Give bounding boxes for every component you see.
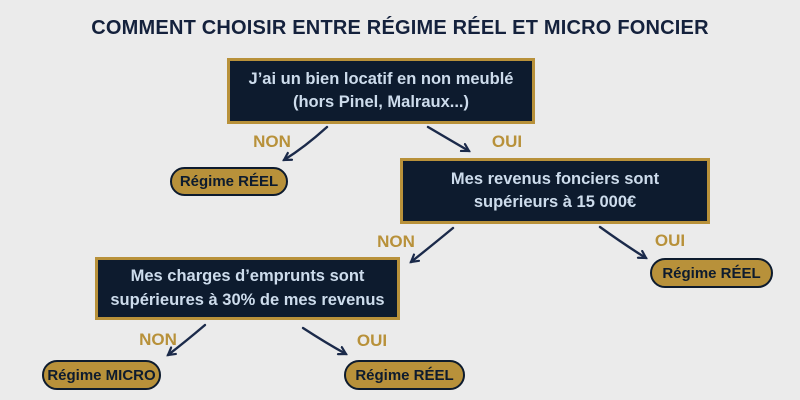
question-line: Mes revenus fonciers sont (450, 169, 660, 188)
result-pill-regime-micro: Régime MICRO (42, 360, 161, 390)
question-line: J’ai un bien locatif en non meublé (248, 69, 514, 88)
page-title: COMMENT CHOISIR ENTRE RÉGIME RÉEL ET MIC… (91, 17, 709, 39)
question-line: (hors Pinel, Malraux...) (292, 93, 470, 111)
branch-label-q2-non: NON (377, 232, 415, 251)
question-line: Mes charges d’emprunts sont (130, 267, 365, 286)
result-pill-regime-reel-2: Régime RÉEL (650, 258, 773, 288)
result-pill-regime-reel-3: Régime RÉEL (344, 360, 465, 390)
question-box-bien-locatif: J’ai un bien locatif en non meublé (hors… (227, 58, 535, 124)
branch-label-q3-non: NON (139, 330, 177, 349)
result-pill-regime-reel-1: Régime RÉEL (170, 167, 288, 196)
question-line: supérieurs à 15 000€ (473, 193, 637, 211)
branch-label-q1-non: NON (253, 132, 291, 151)
question-line: supérieures à 30% de mes revenus (110, 290, 385, 309)
arrow-q2-oui-to-reel (598, 225, 646, 260)
branch-label-q3-oui: OUI (356, 331, 388, 350)
question-box-revenus-fonciers: Mes revenus fonciers sont supérieurs à 1… (400, 158, 710, 224)
branch-label-q2-oui: OUI (654, 231, 686, 250)
branch-label-q1-oui: OUI (491, 132, 523, 151)
arrow-q1-oui-to-q2 (426, 125, 469, 153)
question-box-charges-emprunts: Mes charges d’emprunts sont supérieures … (95, 257, 400, 320)
arrow-q3-oui-to-reel (301, 326, 346, 354)
